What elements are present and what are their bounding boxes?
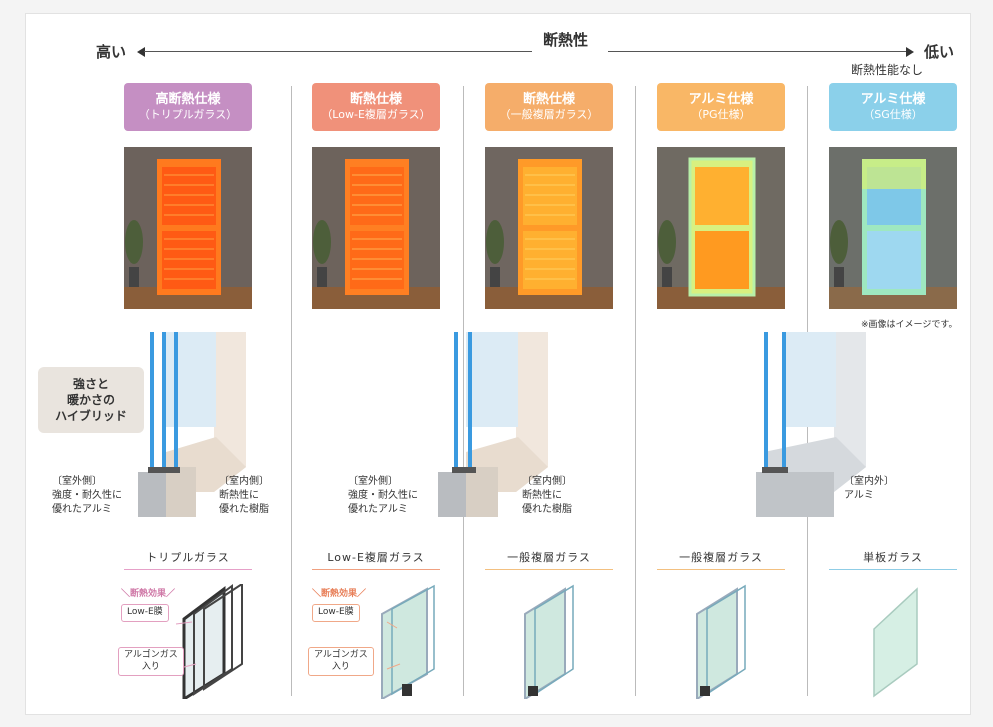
lowe-film-bubble-lowe: Low-E膜 xyxy=(312,604,360,622)
lowe-film-bubble-triple: Low-E膜 xyxy=(121,604,169,622)
alum-label: 〔室内外〕 アルミ xyxy=(844,475,894,503)
outdoor-label-resin: 〔室外側〕 強度・耐久性に 優れたアルミ xyxy=(348,475,418,517)
tag-lowe: 断熱仕様 （Low-E複層ガラス） xyxy=(312,83,440,131)
thermal-photo-pg xyxy=(657,147,785,309)
no-insulation-note: 断熱性能なし xyxy=(851,63,924,77)
image-note: ※画像はイメージです。 xyxy=(861,320,958,330)
tag-subtitle: （Low-E複層ガラス） xyxy=(321,108,431,122)
argon-line2: 入り xyxy=(141,661,160,672)
glass-illustration-lowe xyxy=(312,584,440,703)
argon-line2: 入り xyxy=(331,661,350,672)
tag-title: 断熱仕様 xyxy=(349,91,402,107)
outdoor-label-triple: 〔室外側〕 強度・耐久性に 優れたアルミ xyxy=(52,475,122,517)
tag-sg: アルミ仕様 （SG仕様） xyxy=(829,83,957,131)
scale-line-right xyxy=(608,51,906,52)
tag-subtitle: （一般複層ガラス） xyxy=(499,108,599,122)
glass-title-sg: 単板ガラス xyxy=(829,549,957,570)
separator-3 xyxy=(635,86,636,696)
glass-illustration-sg xyxy=(829,584,957,703)
label-indoor-desc2: 優れた樹脂 xyxy=(219,504,269,515)
glass-illustration-double xyxy=(485,584,613,703)
tag-title: 断熱仕様 xyxy=(522,91,575,107)
argon-line1: アルゴンガス xyxy=(124,650,178,660)
thermal-photo-double xyxy=(485,147,613,309)
hybrid-line3: ハイブリッド xyxy=(55,409,127,424)
tag-subtitle: （トリプルガラス） xyxy=(138,108,238,122)
label-alum-desc: アルミ xyxy=(844,490,874,501)
label-outdoor: 〔室外側〕 xyxy=(52,476,102,487)
glass-illustration-pg xyxy=(657,584,785,703)
label-indoor-desc1: 断熱性に xyxy=(219,490,259,501)
insulation-comparison-frame: 高い 断熱性 低い 断熱性能なし 高断熱仕様 （トリプルガラス） 断熱仕様 （L… xyxy=(25,13,971,715)
label-indoor-desc1: 断熱性に xyxy=(522,490,562,501)
argon-line1: アルゴンガス xyxy=(314,650,368,660)
tag-title: アルミ仕様 xyxy=(860,91,926,107)
label-outdoor-desc2: 優れたアルミ xyxy=(52,504,112,515)
arrow-right-icon xyxy=(906,47,914,57)
tag-title: 高断熱仕様 xyxy=(155,91,221,107)
thermal-photo-lowe xyxy=(312,147,440,309)
scale-high-label: 高い xyxy=(96,43,127,61)
argon-bubble-triple: アルゴンガス 入り xyxy=(118,647,184,677)
tag-subtitle: （SG仕様） xyxy=(863,108,923,122)
tag-pg: アルミ仕様 （PG仕様） xyxy=(657,83,785,131)
label-alum-side: 〔室内外〕 xyxy=(844,476,894,487)
effect-label-lowe: ＼断熱効果／ xyxy=(312,589,367,599)
arrow-left-icon xyxy=(137,47,145,57)
tag-triple: 高断熱仕様 （トリプルガラス） xyxy=(124,83,252,131)
scale-line-left xyxy=(144,51,532,52)
label-outdoor-desc1: 強度・耐久性に xyxy=(348,490,418,501)
tag-double: 断熱仕様 （一般複層ガラス） xyxy=(485,83,613,131)
tag-title: アルミ仕様 xyxy=(688,91,754,107)
label-indoor: 〔室内側〕 xyxy=(219,476,269,487)
indoor-label-resin: 〔室内側〕 断熱性に 優れた樹脂 xyxy=(522,475,572,517)
cross-section-triple xyxy=(136,332,256,517)
scale-center-label: 断熱性 xyxy=(543,31,589,49)
effect-label-triple: ＼断熱効果／ xyxy=(121,589,176,599)
indoor-label-triple: 〔室内側〕 断熱性に 優れた樹脂 xyxy=(219,475,269,517)
glass-title-pg: 一般複層ガラス xyxy=(657,549,785,570)
hybrid-callout: 強さと 暖かさの ハイブリッド xyxy=(38,367,144,433)
tag-subtitle: （PG仕様） xyxy=(691,108,751,122)
separator-1 xyxy=(291,86,292,696)
scale-low-label: 低い xyxy=(924,43,955,61)
glass-title-double: 一般複層ガラス xyxy=(485,549,613,570)
glass-title-triple: トリプルガラス xyxy=(124,549,252,570)
label-outdoor: 〔室外側〕 xyxy=(348,476,398,487)
cross-section-aluminium xyxy=(754,332,874,517)
separator-2 xyxy=(463,86,464,696)
label-indoor: 〔室内側〕 xyxy=(522,476,572,487)
label-indoor-desc2: 優れた樹脂 xyxy=(522,504,572,515)
argon-bubble-lowe: アルゴンガス 入り xyxy=(308,647,374,677)
label-outdoor-desc1: 強度・耐久性に xyxy=(52,490,122,501)
glass-illustration-triple xyxy=(124,582,252,703)
glass-title-lowe: Low-E複層ガラス xyxy=(312,549,440,570)
hybrid-line1: 強さと xyxy=(72,376,109,391)
thermal-photo-sg xyxy=(829,147,957,309)
cross-section-resin xyxy=(436,332,556,517)
label-outdoor-desc2: 優れたアルミ xyxy=(348,504,408,515)
hybrid-line2: 暖かさの xyxy=(66,392,115,407)
thermal-photo-triple xyxy=(124,147,252,309)
